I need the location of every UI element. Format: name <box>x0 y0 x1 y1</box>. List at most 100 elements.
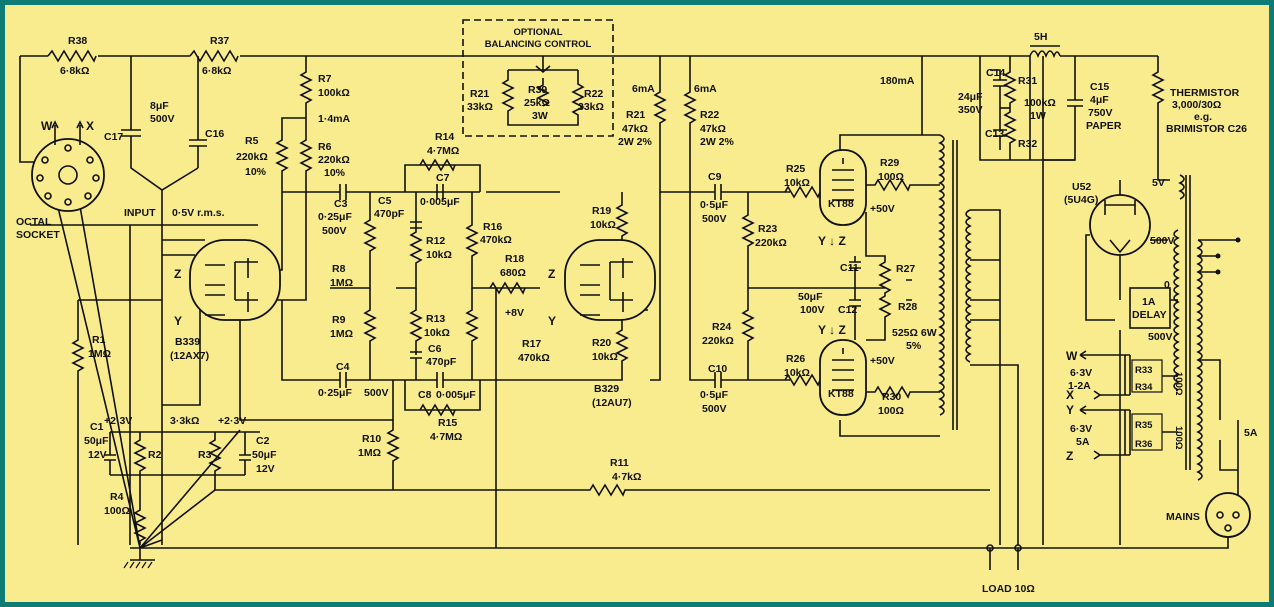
label-c6-value: 470pF <box>426 356 457 368</box>
label-r22: R22 <box>700 109 719 121</box>
label-v1-y: Y <box>174 314 182 328</box>
label-c5-value: 470pF <box>374 208 405 220</box>
label-plus-50v-a: +50V <box>870 203 895 215</box>
label-yz-upper: Y ↓ Z <box>818 234 846 248</box>
label-c16-c17-value: 8μF <box>150 100 169 112</box>
label-input-voltage: 0·5V r.m.s. <box>172 207 225 219</box>
label-c15: C15 <box>1090 81 1109 93</box>
label-v1-equiv: (12AX7) <box>170 350 209 362</box>
r14-loop <box>404 164 481 192</box>
valve-v2 <box>564 239 656 321</box>
label-c14: C14 <box>986 67 1005 79</box>
label-c3-voltage: 500V <box>322 225 347 237</box>
label-r31-watt: 1W <box>1030 110 1046 122</box>
label-plus-50v-b: +50V <box>870 355 895 367</box>
label-r14-value: 4·7MΩ <box>427 145 459 157</box>
label-octal-1: OCTAL <box>16 216 52 228</box>
label-r21-ma: 6mA <box>632 83 655 95</box>
label-plus-2-3v-a: +2·3V <box>104 415 132 427</box>
label-c13: C13 <box>985 128 1004 140</box>
label-c7: C7 <box>436 172 450 184</box>
label-c4-value: 0·25μF <box>318 387 352 399</box>
valve-v1 <box>189 239 281 321</box>
label-500v-b: 500V <box>1148 331 1173 343</box>
label-r7: R7 <box>318 73 332 85</box>
label-r33: R33 <box>1135 365 1152 376</box>
label-thermistor-1: THERMISTOR <box>1170 87 1240 99</box>
label-load: LOAD 10Ω <box>982 583 1035 595</box>
r38-resistor <box>47 49 97 63</box>
label-c1-voltage: 12V <box>88 449 107 461</box>
label-r18-value: 680Ω <box>500 267 526 279</box>
label-r36: R36 <box>1135 439 1152 450</box>
label-r39-value: 25kΩ <box>524 97 550 109</box>
label-r20: R20 <box>592 337 611 349</box>
label-v1-z: Z <box>174 267 181 281</box>
label-octal-x: X <box>86 119 94 133</box>
label-r25: R25 <box>786 163 805 175</box>
label-c2: C2 <box>256 435 270 447</box>
label-heater-z: Z <box>1066 449 1073 463</box>
label-r31-value: 100kΩ <box>1024 97 1056 109</box>
label-r38: R38 <box>68 35 87 47</box>
u52-rectifier-tube <box>1089 194 1151 256</box>
label-r34: R34 <box>1135 382 1153 393</box>
label-heater2-voltage: 6·3V <box>1070 423 1092 435</box>
label-zero: 0 <box>1164 279 1170 291</box>
label-r20-value: 10kΩ <box>592 351 618 363</box>
label-r21-watt: 2W 2% <box>618 136 653 148</box>
label-r3: R3 <box>198 449 212 461</box>
label-c2-value: 50μF <box>252 449 277 461</box>
label-r29: R29 <box>880 157 899 169</box>
label-r14: R14 <box>435 131 454 143</box>
label-c1-value: 50μF <box>84 435 109 447</box>
label-thermistor-2: 3,000/30Ω <box>1172 99 1221 111</box>
label-c13-c14-value: 24μF <box>958 91 983 103</box>
label-c15-value: 4μF <box>1090 94 1109 106</box>
label-r6-tol: 10% <box>324 167 346 179</box>
label-v2-y: Y <box>548 314 556 328</box>
label-r5: R5 <box>245 135 259 147</box>
label-heater-y: Y <box>1066 403 1074 417</box>
label-plus-2-3v-b: +2·3V <box>218 415 246 427</box>
label-r22a: R22 <box>584 88 603 100</box>
label-r13-value: 10kΩ <box>424 327 450 339</box>
label-c13-c14-voltage: 350V <box>958 104 983 116</box>
label-c8-value: 0·005μF <box>436 389 476 401</box>
label-r19-value: 10kΩ <box>590 219 616 231</box>
label-heater1-voltage: 6·3V <box>1070 367 1092 379</box>
balancing-title-2: BALANCING CONTROL <box>485 39 592 50</box>
label-r21a-value: 33kΩ <box>467 101 493 113</box>
c7-capacitor <box>436 184 444 200</box>
label-c10-voltage: 500V <box>702 403 727 415</box>
label-r18: R18 <box>505 253 524 265</box>
label-r1: R1 <box>92 334 106 346</box>
label-c8: C8 <box>418 389 432 401</box>
label-c9: C9 <box>708 171 722 183</box>
label-r8-value: 1MΩ <box>330 277 353 289</box>
label-thermistor-3: e.g. <box>1194 111 1212 123</box>
label-r25-value: 10kΩ <box>784 177 810 189</box>
label-c16: C16 <box>205 128 224 140</box>
label-c16-c17-voltage: 500V <box>150 113 175 125</box>
label-r26-value: 10kΩ <box>784 367 810 379</box>
label-v2-type: B329 <box>594 383 619 395</box>
label-r39-watt: 3W <box>532 110 548 122</box>
label-r30-value: 100Ω <box>878 405 904 417</box>
label-r11: R11 <box>610 457 629 469</box>
c4-capacitor <box>339 372 347 388</box>
label-r10: R10 <box>362 433 381 445</box>
label-u52-equiv: (5U4G) <box>1064 194 1098 206</box>
label-v1-type: B339 <box>175 336 200 348</box>
label-mains: MAINS <box>1166 511 1200 523</box>
label-r8: R8 <box>332 263 346 275</box>
label-r1-value: 1MΩ <box>88 348 111 360</box>
label-kt88-upper: KT88 <box>828 198 854 210</box>
c8-capacitor <box>436 372 444 388</box>
label-c5: C5 <box>378 195 392 207</box>
label-octal-w: W <box>41 119 53 133</box>
label-r37-value: 6·8kΩ <box>202 65 231 77</box>
label-c9-voltage: 500V <box>702 213 727 225</box>
label-r27: R27 <box>896 263 915 275</box>
